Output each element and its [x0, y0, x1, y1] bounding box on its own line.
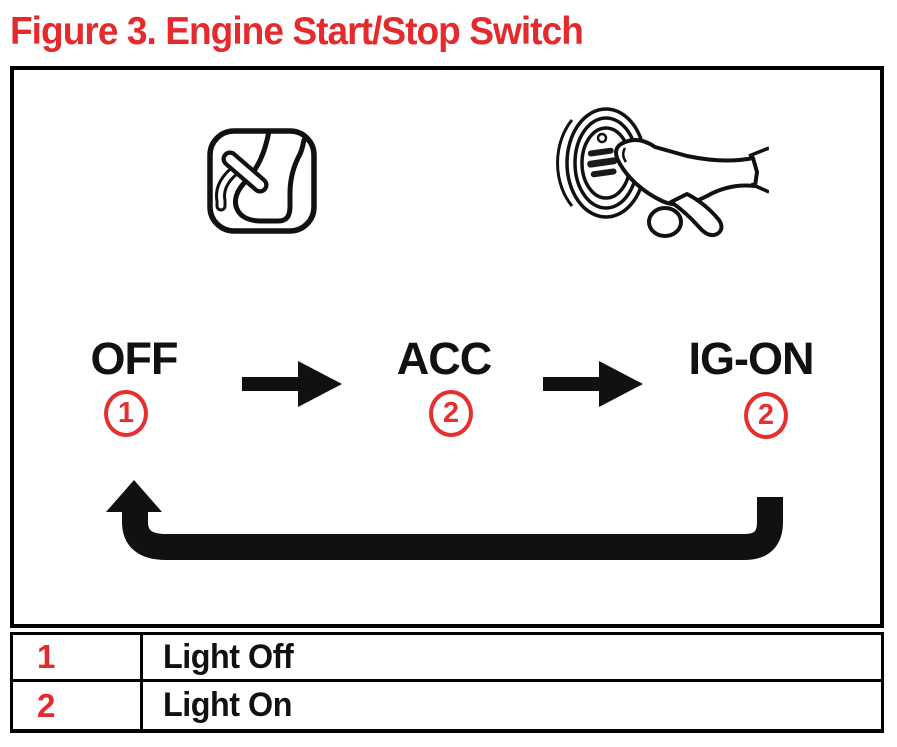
marker-2-digit: 2	[442, 397, 460, 429]
legend-desc-1-text: Light Off	[163, 637, 294, 676]
figure-diagram-box: OFF ACC IG-ON 1 2 2	[10, 66, 884, 628]
legend-table: 1 Light Off 2 Light On	[10, 632, 884, 733]
marker-1-digit: 1	[117, 397, 135, 429]
marker-2-badge: 2	[744, 392, 788, 439]
legend-desc-2: Light On	[143, 682, 881, 729]
right-arrow-icon	[543, 361, 643, 407]
figure-title: Figure 3. Engine Start/Stop Switch	[10, 10, 584, 54]
legend-row-2: 2 Light On	[13, 682, 881, 729]
legend-row-1: 1 Light Off	[13, 635, 881, 682]
finger-pressing-start-button-icon	[556, 107, 769, 238]
state-ig-on-label: IG-ON	[688, 333, 815, 384]
marker-1-badge: 1	[104, 390, 148, 437]
right-arrow-icon	[242, 361, 342, 407]
marker-2-badge: 2	[429, 390, 473, 437]
brake-pedal-icon	[207, 128, 317, 234]
return-arrow-icon	[106, 480, 783, 560]
legend-key-2: 2	[13, 682, 143, 729]
state-acc-label: ACC	[396, 333, 492, 384]
legend-desc-2-text: Light On	[163, 686, 292, 724]
marker-2-digit: 2	[757, 399, 775, 431]
state-off-label: OFF	[90, 333, 179, 384]
legend-key-1: 1	[13, 635, 143, 679]
figure-title-text: Figure 3. Engine Start/Stop Switch	[10, 10, 584, 53]
legend-desc-1: Light Off	[143, 635, 881, 679]
